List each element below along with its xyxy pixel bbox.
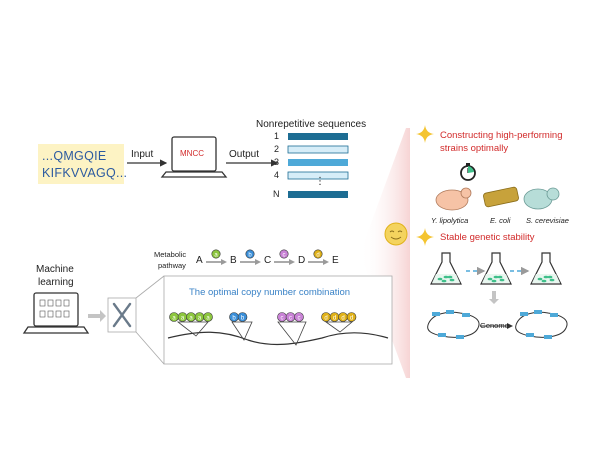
enzyme-d-icon: d: [313, 249, 323, 259]
genome-wave: [167, 331, 389, 346]
copy-letter: a: [189, 316, 193, 322]
zoom-line-top: [135, 275, 165, 299]
sequence-index-2: 2: [274, 144, 280, 154]
sequence-ellipsis: ⋮: [315, 176, 325, 187]
heading-stability: Stable genetic stability: [440, 232, 535, 243]
enzyme-c-letter: c: [283, 253, 286, 259]
input-sequence-line1: ...QMGQIE: [42, 149, 107, 163]
copy-letter: d: [333, 316, 336, 322]
flask-icon-2: [480, 252, 512, 285]
copy-letter: c: [298, 316, 301, 322]
enzyme-d-letter: d: [316, 253, 319, 259]
copy-letter: d: [324, 316, 327, 322]
enzyme-b-icon: b: [245, 249, 255, 259]
sequence-index-3: 3: [274, 157, 280, 167]
copy-letter: c: [289, 316, 292, 322]
pathway-node-e: E: [332, 255, 339, 266]
copy-letter: d: [341, 316, 344, 322]
machine-learning-label-1: Machine: [36, 264, 74, 275]
mncc-laptop-icon: [160, 136, 228, 178]
sequence-bar-1: [288, 133, 348, 140]
enzyme-b-letter: b: [248, 253, 252, 259]
right-panel-fan: [360, 128, 410, 378]
metabolic-pathway-label-2: pathway: [158, 261, 186, 270]
down-arrow: [489, 291, 499, 304]
input-sequence-line2: KIFKVVAGQ...: [42, 166, 128, 180]
smiley-sun-icon: [384, 222, 408, 246]
sequence-bar-4: [287, 171, 349, 180]
genome-label: Genome: [480, 321, 509, 330]
copy-letter: a: [198, 316, 202, 322]
nonrepetitive-sequences-label: Nonrepetitive sequences: [256, 119, 367, 130]
organism-y-lipolytica: Y. lipolytica: [431, 216, 469, 225]
mncc-label: MNCC: [180, 149, 204, 158]
genome-after-icon: [515, 310, 568, 339]
enzyme-a-letter: a: [214, 253, 218, 259]
optimal-combination-title: The optimal copy number combination: [189, 287, 351, 298]
copy-letter: b: [232, 316, 236, 322]
flask-icon-3: [530, 252, 562, 285]
heading-constructing-line2: strains optimally: [440, 143, 509, 154]
enzyme-c-icon: c: [279, 249, 289, 259]
insert-wedge-a: [176, 321, 209, 337]
input-sequence-box: [38, 144, 124, 184]
ml-to-chromosome-arrow: [88, 310, 106, 322]
copy-circle: [237, 312, 248, 322]
copy-circle: [346, 312, 357, 322]
pathway-node-a: A: [196, 255, 203, 266]
ml-laptop-icon: [22, 292, 90, 334]
enzyme-a-icon: a: [211, 249, 221, 259]
stopwatch-icon: [460, 163, 476, 181]
sparkle-icon: [416, 125, 434, 143]
sequence-bar-2: [287, 145, 349, 154]
zoom-line-bottom: [135, 331, 165, 365]
sequence-bar-n: [288, 191, 348, 198]
copy-letter: c: [281, 316, 284, 322]
pathway-node-c: C: [264, 255, 272, 266]
copy-letter: a: [172, 316, 176, 322]
organism-s-cerevisiae: S. cerevisiae: [526, 216, 569, 225]
e-coli-icon: [483, 186, 519, 208]
copy-circle: [294, 312, 304, 322]
heading-constructing-line1: Constructing high-performing: [440, 130, 563, 141]
s-cerevisiae-icon: [523, 187, 560, 210]
copy-circle: [203, 312, 213, 322]
organism-e-coli: E. coli: [490, 216, 511, 225]
sequence-index-n: N: [273, 189, 280, 199]
machine-learning-label-2: learning: [38, 277, 74, 288]
sequence-index-4: 4: [274, 170, 280, 180]
insert-wedge-b: [231, 321, 253, 341]
copy-letter: a: [206, 316, 210, 322]
sequence-index-1: 1: [274, 131, 280, 141]
insert-wedge-d: [324, 321, 354, 333]
copy-letter: a: [181, 316, 185, 322]
metabolic-pathway-label-1: Metabolic: [154, 250, 187, 259]
input-label: Input: [131, 149, 154, 160]
sparkle-icon-2: [416, 228, 434, 246]
copy-letter: b: [241, 316, 245, 322]
insert-wedge-c: [277, 321, 307, 346]
pathway-node-b: B: [230, 255, 237, 266]
pathway-node-d: D: [298, 255, 306, 266]
chromosome-icon: [112, 302, 132, 328]
sequence-bar-3: [288, 159, 348, 166]
genome-before-icon: [427, 310, 480, 339]
y-lipolytica-icon: [435, 187, 472, 211]
flask-icon-1: [430, 252, 462, 285]
copy-letter: d: [350, 316, 353, 322]
output-label: Output: [229, 149, 260, 160]
